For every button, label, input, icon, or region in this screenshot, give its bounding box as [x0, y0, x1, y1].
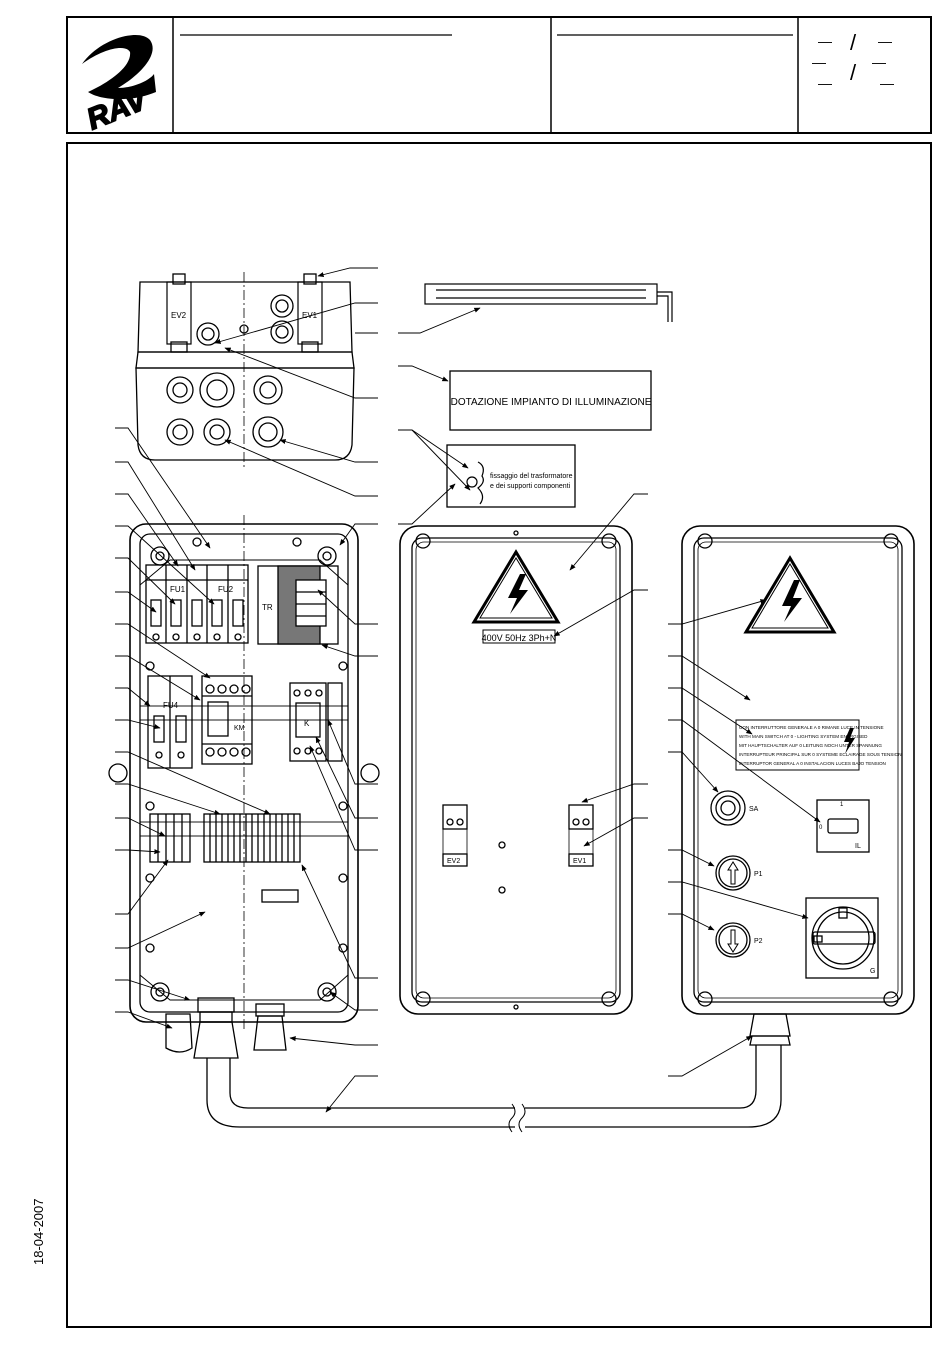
valve-label-top-left: EV2	[171, 311, 187, 320]
svg-text:—: —	[872, 54, 886, 70]
lightning-icon-middle	[508, 574, 528, 614]
revision-box: — / — — / — — —	[812, 30, 894, 91]
svg-text:—: —	[880, 75, 894, 91]
main-frame	[66, 142, 932, 1328]
fixing-text-line1: fissaggio del trasformatore	[490, 473, 573, 480]
key-tool	[424, 283, 673, 322]
svg-text:—: —	[878, 33, 892, 49]
svg-text:MIT HAUPTSCHALTER AUF 0 LEITUN: MIT HAUPTSCHALTER AUF 0 LEITUNG NOCH UNT…	[739, 743, 882, 748]
button-label-p2: P2	[754, 938, 763, 945]
middle-cover	[399, 525, 633, 1015]
conduit-break-mark	[508, 1103, 526, 1133]
lightning-icon-right	[782, 580, 802, 622]
arrow-up-icon	[727, 861, 739, 885]
contactor-label: KM	[234, 725, 245, 732]
switch-position-0: 0	[819, 825, 823, 831]
main-switch-label: G	[870, 968, 875, 975]
relay-label: K	[304, 719, 310, 728]
right-cover	[681, 525, 915, 1046]
arrow-down-icon	[727, 929, 739, 953]
junction-box-top-view	[135, 272, 355, 470]
svg-text:—: —	[818, 33, 832, 49]
svg-text:—: —	[818, 75, 832, 91]
lamp-label: SA	[749, 806, 759, 813]
svg-text:WITH MAIN SWITCH AT 0 - LIGHTI: WITH MAIN SWITCH AT 0 - LIGHTING SYSTEM …	[739, 734, 868, 739]
lighting-kit-text: DOTAZIONE IMPIANTO DI ILLUMINAZIONE	[451, 397, 652, 408]
button-label-p1: P1	[754, 871, 763, 878]
svg-text:—: —	[812, 54, 826, 70]
fuse-label-fu4: FU4	[163, 701, 179, 710]
leader-lines	[115, 267, 821, 1113]
svg-text:CON INTERRUTTORE GENERALE A 0: CON INTERRUTTORE GENERALE A 0 RIMANE LUC…	[739, 725, 884, 730]
svg-text:INTERRUPTEUR PRINCIPAL SUR 0 S: INTERRUPTEUR PRINCIPAL SUR 0 SYSTEME ECL…	[739, 752, 902, 757]
voltage-text: 400V 50Hz 3Ph+N	[482, 633, 557, 643]
lightning-icon-plate	[844, 728, 855, 754]
side-date: 18-04-2007	[31, 1198, 46, 1266]
open-enclosure	[108, 515, 380, 1059]
transformer-label: TR	[262, 603, 273, 612]
flexible-conduit	[206, 1045, 782, 1128]
company-logo: RAV	[81, 34, 156, 137]
fuse-label-fu2: FU2	[218, 585, 234, 594]
switch-position-1: 1	[840, 802, 844, 808]
title-block	[66, 16, 932, 134]
svg-text:/: /	[850, 30, 857, 55]
svg-text:INTERRUPTOR GENERAL A 0 INSTAL: INTERRUPTOR GENERAL A 0 INSTALACION LUCE…	[739, 761, 886, 766]
valve-label-mid-left: EV2	[447, 858, 460, 865]
lighting-kit-label	[449, 370, 652, 431]
fixing-screw-icon	[466, 461, 484, 505]
switch-label-il: IL	[855, 843, 861, 850]
voltage-box	[482, 629, 556, 644]
svg-text:/: /	[850, 60, 857, 85]
fixing-label	[446, 444, 576, 508]
valve-label-mid-right: EV1	[573, 858, 586, 865]
fixing-text-line2: e dei supporti componenti	[490, 483, 571, 490]
warning-plate: CON INTERRUTTORE GENERALE A 0 RIMANE LUC…	[739, 725, 902, 766]
fuse-label-fu1: FU1	[170, 585, 186, 594]
